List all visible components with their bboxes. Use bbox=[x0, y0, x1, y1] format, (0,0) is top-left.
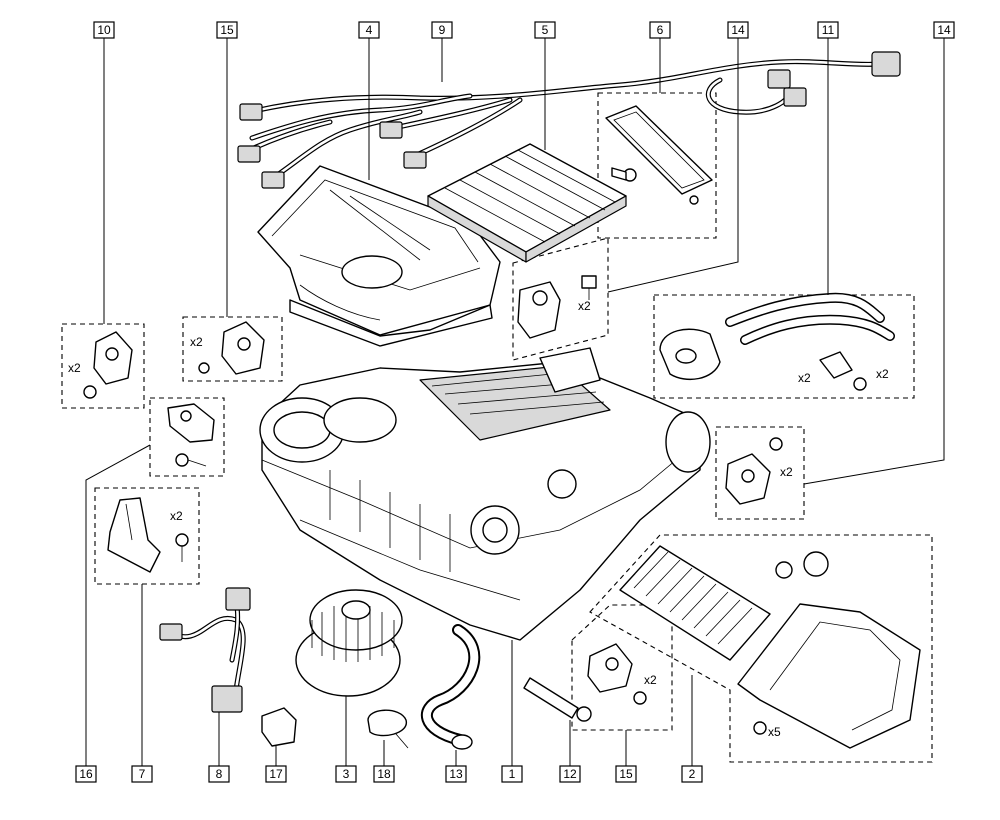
svg-text:16: 16 bbox=[79, 767, 93, 781]
svg-text:5: 5 bbox=[542, 23, 549, 37]
callout-14: 14 bbox=[727, 21, 749, 39]
callout-3: 3 bbox=[335, 765, 357, 783]
connector bbox=[237, 145, 261, 163]
svg-text:13: 13 bbox=[449, 767, 463, 781]
callout-13: 13 bbox=[445, 765, 467, 783]
callout-15: 15 bbox=[615, 765, 637, 783]
cabin-filter bbox=[427, 143, 627, 263]
callout-10: 10 bbox=[93, 21, 115, 39]
callout-labels: 10 15 4 9 5 6 14 11 14 16 7 8 17 3 18 13… bbox=[75, 21, 955, 783]
callout-6: 6 bbox=[649, 21, 671, 39]
main-housing bbox=[259, 347, 711, 641]
quantity-x2: x2 bbox=[798, 371, 811, 385]
svg-text:1: 1 bbox=[509, 767, 516, 781]
callout-14: 14 bbox=[933, 21, 955, 39]
connector bbox=[871, 51, 901, 77]
upper-housing bbox=[257, 165, 501, 347]
callout-11: 11 bbox=[817, 21, 839, 39]
quantity-x2: x2 bbox=[644, 673, 657, 687]
callout-5: 5 bbox=[534, 21, 556, 39]
callout-2: 2 bbox=[681, 765, 703, 783]
svg-text:3: 3 bbox=[343, 767, 350, 781]
svg-text:15: 15 bbox=[619, 767, 633, 781]
svg-text:2: 2 bbox=[689, 767, 696, 781]
wiring-harness bbox=[237, 51, 901, 189]
svg-text:12: 12 bbox=[563, 767, 577, 781]
callout-17: 17 bbox=[265, 765, 287, 783]
svg-text:15: 15 bbox=[220, 23, 234, 37]
quantity-x2: x2 bbox=[68, 361, 81, 375]
actuator-14-upper bbox=[517, 275, 597, 339]
callout-7: 7 bbox=[131, 765, 153, 783]
callout-18: 18 bbox=[373, 765, 395, 783]
group-frame-6 bbox=[597, 92, 717, 239]
group-frame-14a bbox=[512, 237, 609, 361]
svg-text:14: 14 bbox=[731, 23, 745, 37]
blower-resistor bbox=[107, 497, 189, 573]
quantity-x2: x2 bbox=[170, 509, 183, 523]
quantity-x2: x2 bbox=[780, 465, 793, 479]
svg-text:9: 9 bbox=[439, 23, 446, 37]
svg-text:8: 8 bbox=[216, 767, 223, 781]
svg-text:17: 17 bbox=[269, 767, 283, 781]
callout-15: 15 bbox=[216, 21, 238, 39]
grille-panel bbox=[605, 105, 713, 205]
quantity-x2: x2 bbox=[578, 299, 591, 313]
connector bbox=[239, 103, 263, 121]
connector bbox=[379, 121, 403, 139]
actuator-15-upper bbox=[198, 321, 265, 375]
callout-4: 4 bbox=[358, 21, 380, 39]
group-frame-16 bbox=[149, 397, 225, 477]
sensor-18 bbox=[367, 709, 409, 749]
sensor-probe bbox=[523, 677, 592, 722]
bracket-16 bbox=[167, 403, 215, 467]
blower-motor bbox=[295, 589, 403, 697]
group-frame-2 bbox=[589, 534, 933, 763]
callout-1: 1 bbox=[501, 765, 523, 783]
duct-hose bbox=[420, 624, 481, 750]
connector bbox=[783, 87, 807, 107]
actuator-14-right bbox=[725, 437, 783, 505]
group-frame-15 bbox=[182, 316, 283, 382]
callout-9: 9 bbox=[431, 21, 453, 39]
heater-core bbox=[619, 545, 829, 661]
svg-text:14: 14 bbox=[937, 23, 951, 37]
connector bbox=[403, 151, 427, 169]
clip-17 bbox=[261, 707, 297, 747]
connector bbox=[261, 171, 285, 189]
callout-12: 12 bbox=[559, 765, 581, 783]
harness-8 bbox=[159, 587, 251, 713]
group-frame-7 bbox=[94, 487, 200, 585]
connector bbox=[767, 69, 791, 89]
svg-text:11: 11 bbox=[822, 23, 835, 37]
group-frame-11 bbox=[653, 294, 915, 399]
quantity-x2: x2 bbox=[190, 335, 203, 349]
svg-text:18: 18 bbox=[377, 767, 391, 781]
callout-8: 8 bbox=[208, 765, 230, 783]
leader-lines bbox=[85, 38, 945, 766]
lower-cover bbox=[737, 603, 921, 749]
quantity-x2: x2 bbox=[876, 367, 889, 381]
actuator-15-lower bbox=[587, 643, 647, 705]
quantity-x5: x5 bbox=[768, 725, 781, 739]
svg-text:4: 4 bbox=[366, 23, 373, 37]
svg-text:10: 10 bbox=[97, 23, 111, 37]
heater-pipes bbox=[659, 292, 895, 391]
actuator-10 bbox=[83, 331, 133, 399]
callout-16: 16 bbox=[75, 765, 97, 783]
group-frame-10 bbox=[61, 323, 145, 409]
svg-text:6: 6 bbox=[657, 23, 664, 37]
svg-text:7: 7 bbox=[139, 767, 146, 781]
